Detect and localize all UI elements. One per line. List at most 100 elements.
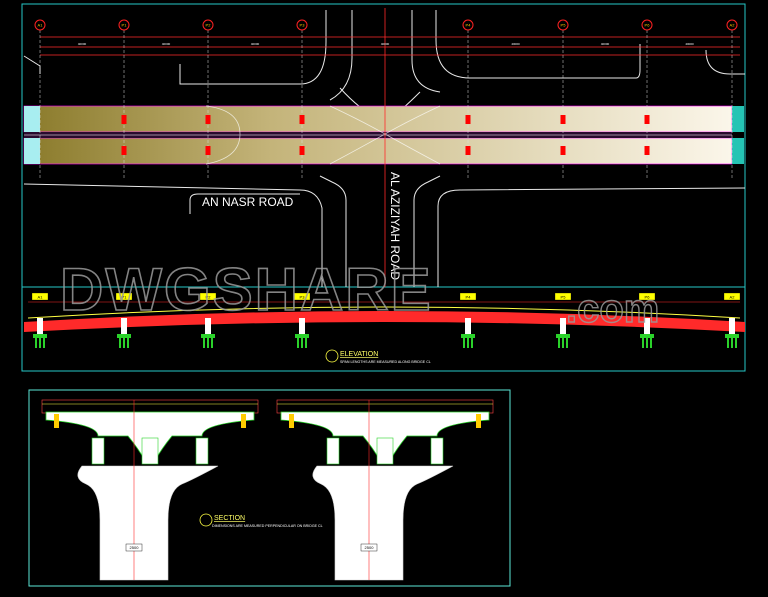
elevation-pile-A2 <box>727 338 729 348</box>
elevation-piers: A1 P1 P2 P3 P4 P5 P6 A2 <box>31 292 741 348</box>
elevation-title: ELEVATION <box>340 351 378 358</box>
section-pier-tag <box>360 543 378 552</box>
elevation-axis-label-A1: A1 <box>38 295 44 300</box>
elevation-pile-cap-P2 <box>201 334 215 338</box>
elevation-axis-label-P1: P1 <box>122 295 128 300</box>
elevation-axis-tag-P4 <box>459 292 477 301</box>
section-web-left <box>91 437 105 465</box>
axis-bubble-P3 <box>296 19 308 31</box>
elevation-axis-tag-P2 <box>199 292 217 301</box>
road-name-ew: AN NASR ROAD <box>202 195 294 209</box>
section-pier-tag-label: 2500 <box>365 545 375 550</box>
elevation-pier-P5 <box>560 318 566 334</box>
elevation-pile-cap-P1 <box>117 334 131 338</box>
section-pier-tag <box>125 543 143 552</box>
section-web-left <box>326 437 340 465</box>
elevation-pile-cap-A1 <box>33 334 47 338</box>
span-dimension: 40000 <box>511 42 520 46</box>
deck-top-lane <box>23 105 733 133</box>
axis-label-P6: P6 <box>645 23 651 28</box>
elevation-pier-P2 <box>205 318 211 334</box>
deck-bottom-lane <box>23 137 733 165</box>
axis-bubble-P5 <box>557 19 569 31</box>
plan-axes: A140000P140000P240000P340000P440000P5400… <box>34 19 738 180</box>
span-dimension: 40000 <box>162 42 171 46</box>
elevation-pile-P5 <box>558 338 560 348</box>
section-note: DIMENSIONS ARE MEASURED PERPENDICULAR ON… <box>212 524 323 528</box>
elevation-view: A1 P1 P2 P3 P4 P5 P6 A2 ELEVATION SPAN LENGTHS … <box>24 292 745 364</box>
elevation-pile-P2 <box>203 338 205 348</box>
section-parapet-left <box>289 414 294 428</box>
bearing-top-P2 <box>205 115 211 124</box>
axis-label-P1: P1 <box>122 23 128 28</box>
section-parapet-right <box>241 414 246 428</box>
elevation-pile-P6 <box>642 338 644 348</box>
section-right: 2500 <box>276 399 494 581</box>
elevation-axis-label-P2: P2 <box>206 295 212 300</box>
elevation-axis-label-A2: A2 <box>730 295 736 300</box>
elevation-pier-A1 <box>37 318 43 334</box>
elevation-pile-P1 <box>123 338 125 348</box>
elevation-pile-A1 <box>43 338 45 348</box>
axis-label-A2: A2 <box>730 23 736 28</box>
section-title: SECTION <box>214 515 245 522</box>
elevation-pier-A2 <box>729 318 735 334</box>
elevation-pile-P4 <box>467 338 469 348</box>
bearing-bottom-P3 <box>299 146 305 155</box>
axis-bubble-P6 <box>641 19 653 31</box>
section-left: 2500 <box>41 399 259 581</box>
bearing-bottom-P1 <box>121 146 127 155</box>
section-dim-box <box>41 399 259 414</box>
elevation-pile-A1 <box>35 338 37 348</box>
elevation-axis-label-P6: P6 <box>645 295 651 300</box>
elevation-axis-tag-P1 <box>115 292 133 301</box>
axis-label-P2: P2 <box>206 23 212 28</box>
elevation-profile <box>27 306 741 319</box>
elevation-pile-P4 <box>471 338 473 348</box>
span-dimension: 40000 <box>251 42 260 46</box>
plan-view: A140000P140000P240000P340000P440000P5400… <box>23 8 746 287</box>
section-web-right <box>430 437 444 465</box>
section-web-center <box>141 437 159 465</box>
axis-label-P5: P5 <box>561 23 567 28</box>
axis-label-A1: A1 <box>38 23 44 28</box>
elevation-pile-P2 <box>211 338 213 348</box>
elevation-pile-A2 <box>731 338 733 348</box>
elevation-axis-label-P5: P5 <box>561 295 567 300</box>
deck-end-right-bottom <box>732 138 744 164</box>
elevation-pile-P6 <box>650 338 652 348</box>
elevation-note: SPAN LENGTHS ARE MEASURED ALONG BRIDGE C… <box>340 360 431 364</box>
elevation-pile-P4 <box>463 338 465 348</box>
span-dimension: 40000 <box>78 42 87 46</box>
axis-bubble-P4 <box>462 19 474 31</box>
section-pier <box>77 465 219 581</box>
deck-end-left-top <box>24 106 40 132</box>
elevation-pile-cap-P3 <box>295 334 309 338</box>
section-parapet-right <box>476 414 481 428</box>
elevation-pile-P5 <box>566 338 568 348</box>
elevation-axis-label-P4: P4 <box>466 295 472 300</box>
elevation-pile-P3 <box>297 338 299 348</box>
elevation-axis-tag-A1 <box>31 292 49 301</box>
bearing-bottom-P5 <box>560 146 566 155</box>
axis-label-P3: P3 <box>300 23 306 28</box>
axis-bubble-A1 <box>34 19 46 31</box>
elevation-pier-P4 <box>465 318 471 334</box>
bearing-bottom-P2 <box>205 146 211 155</box>
section-pier-tag-label: 2500 <box>130 545 140 550</box>
section-web-right <box>195 437 209 465</box>
elevation-deck <box>24 311 745 332</box>
bearing-top-P1 <box>121 115 127 124</box>
road-name-ns: AL AZIZIYAH ROAD <box>388 172 402 280</box>
deck-end-right-top <box>732 106 744 132</box>
elevation-pile-cap-A2 <box>725 334 739 338</box>
elevation-axis-label-P3: P3 <box>300 295 306 300</box>
bearing-bottom-P4 <box>465 146 471 155</box>
elevation-pile-cap-P4 <box>461 334 475 338</box>
elevation-pile-A2 <box>735 338 737 348</box>
axis-label-P4: P4 <box>466 23 472 28</box>
elevation-pile-cap-P5 <box>556 334 570 338</box>
bearing-top-P4 <box>465 115 471 124</box>
section-pier <box>312 465 454 581</box>
